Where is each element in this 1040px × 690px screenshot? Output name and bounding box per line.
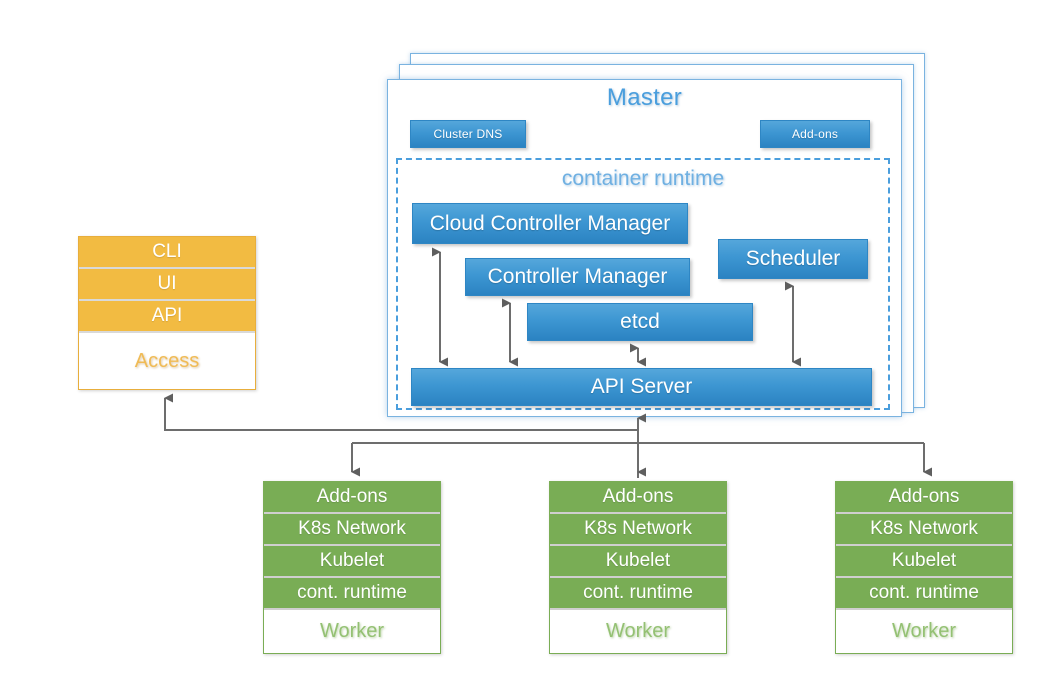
worker2-row-kubelet[interactable]: Kubelet (550, 546, 726, 578)
worker2-row-k8s-network[interactable]: K8s Network (550, 514, 726, 546)
worker2-footer-label: Worker (550, 610, 726, 653)
access-footer-label: Access (79, 333, 255, 389)
cluster-dns-box[interactable]: Cluster DNS (410, 120, 526, 148)
master-addons-box[interactable]: Add-ons (760, 120, 870, 148)
worker1-row-k8s-network[interactable]: K8s Network (264, 514, 440, 546)
access-row-ui[interactable]: UI (79, 269, 255, 301)
worker3-row-addons[interactable]: Add-ons (836, 482, 1012, 514)
worker2-row-addons[interactable]: Add-ons (550, 482, 726, 514)
controller-manager-box[interactable]: Controller Manager (465, 258, 690, 296)
worker3-row-k8s-network[interactable]: K8s Network (836, 514, 1012, 546)
worker3-footer-label: Worker (836, 610, 1012, 653)
worker1-row-addons[interactable]: Add-ons (264, 482, 440, 514)
worker3-row-cont-runtime[interactable]: cont. runtime (836, 578, 1012, 610)
access-row-api[interactable]: API (79, 301, 255, 333)
api-server-box[interactable]: API Server (411, 368, 872, 406)
container-runtime-title: container runtime (561, 167, 725, 190)
access-row-cli[interactable]: CLI (79, 237, 255, 269)
master-title: Master (606, 84, 683, 111)
etcd-box[interactable]: etcd (527, 303, 753, 341)
worker2-row-cont-runtime[interactable]: cont. runtime (550, 578, 726, 610)
access-panel: CLI UI API Access (78, 236, 256, 390)
worker1-row-kubelet[interactable]: Kubelet (264, 546, 440, 578)
worker-node-1: Add-ons K8s Network Kubelet cont. runtim… (263, 481, 441, 654)
worker-node-2: Add-ons K8s Network Kubelet cont. runtim… (549, 481, 727, 654)
cloud-controller-manager-box[interactable]: Cloud Controller Manager (412, 203, 688, 244)
connector-worker-bus (351, 442, 932, 477)
worker3-row-kubelet[interactable]: Kubelet (836, 546, 1012, 578)
worker1-row-cont-runtime[interactable]: cont. runtime (264, 578, 440, 610)
worker-node-3: Add-ons K8s Network Kubelet cont. runtim… (835, 481, 1013, 654)
worker1-footer-label: Worker (264, 610, 440, 653)
scheduler-box[interactable]: Scheduler (718, 239, 868, 279)
container-runtime-box (396, 158, 890, 410)
